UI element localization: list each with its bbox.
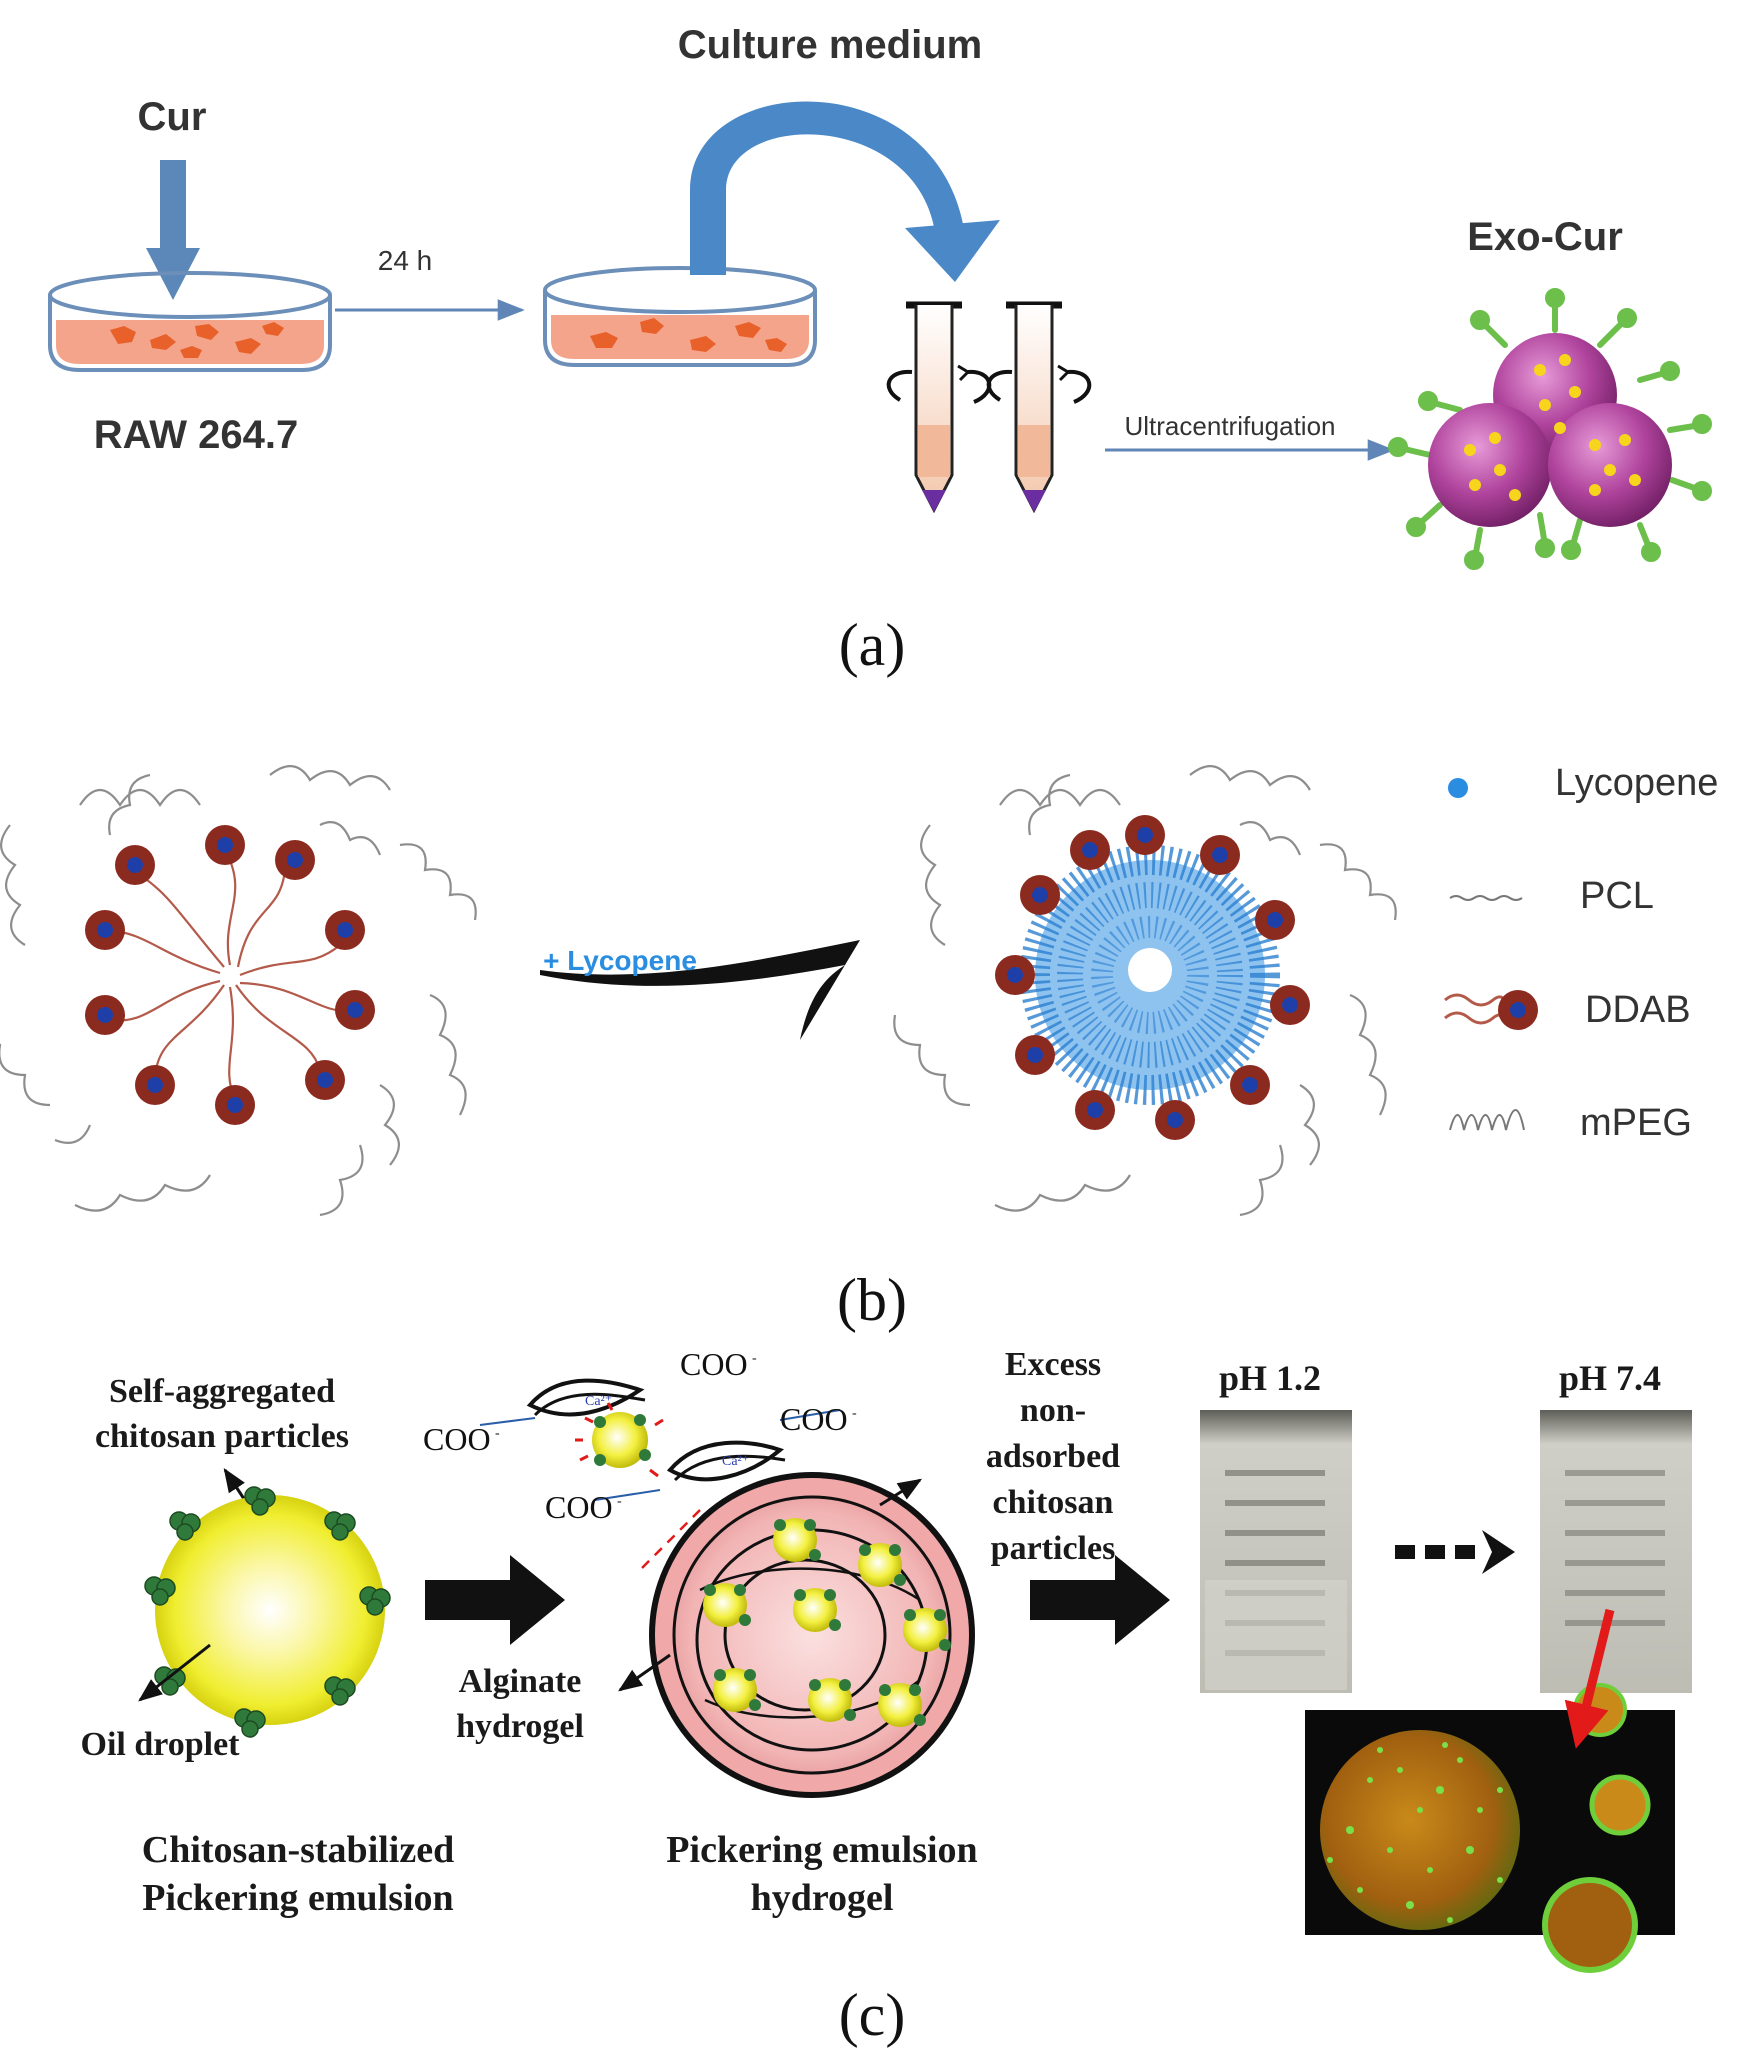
centrifuge-tube-1 <box>886 301 992 514</box>
lycopene-loading-arrow <box>540 940 860 1040</box>
lycopene-arrow-label: + Lycopene <box>543 945 697 976</box>
oil-droplet-label: Oil droplet <box>81 1726 241 1763</box>
caption-mid-line-1: Pickering emulsion <box>666 1829 977 1871</box>
legend-pcl: PCL <box>1580 875 1654 917</box>
pcl-legend-line <box>1449 895 1523 901</box>
coo-charge-1: - <box>752 1351 757 1366</box>
excess-particles-pointer <box>879 1478 923 1507</box>
legend-mpeg: mPEG <box>1580 1102 1692 1144</box>
legend-lycopene: Lycopene <box>1555 762 1718 804</box>
excess-line-3: adsorbed <box>986 1438 1120 1475</box>
culture-medium-arrow <box>690 101 1000 282</box>
exo-cur-nanoparticles <box>1388 288 1712 570</box>
panel-c: Self-aggregated chitosan particles Oil d… <box>81 1346 1692 2048</box>
alginate-label-line-2: hydrogel <box>456 1708 584 1745</box>
empty-micelle <box>0 765 477 1217</box>
exo-cur-label: Exo-Cur <box>1467 215 1623 259</box>
ddab-legend-icon <box>1444 990 1538 1030</box>
petri-dish-1 <box>48 271 332 372</box>
coo-charge-4: - <box>617 1494 622 1509</box>
coo-charge-3: - <box>852 1406 857 1421</box>
coo-charge-2: - <box>495 1426 500 1441</box>
coo-label-3: COO <box>780 1401 848 1437</box>
panel-a-label: (a) <box>839 612 906 678</box>
centrifuge-tube-2 <box>986 301 1092 514</box>
caption-mid-line-2: hydrogel <box>751 1877 894 1919</box>
excess-line-2: non- <box>1020 1392 1086 1429</box>
cur-label: Cur <box>138 95 207 139</box>
process-arrow-1 <box>425 1555 565 1645</box>
lycopene-loaded-micelle <box>893 765 1397 1217</box>
caption-left-line-2: Pickering emulsion <box>142 1877 453 1919</box>
fluorescence-micrograph <box>1305 1608 1675 1973</box>
self-aggregated-label-line-1: Self-aggregated <box>109 1373 335 1410</box>
ultracentrifugation-label: Ultracentrifugation <box>1125 411 1336 441</box>
time-label: 24 h <box>378 245 433 276</box>
excess-particles-label: Excess non- adsorbed chitosan particles <box>986 1346 1120 1567</box>
coo-label-4: COO <box>545 1489 613 1525</box>
self-aggregated-label-line-2: chitosan particles <box>95 1418 349 1455</box>
alginate-pointer <box>618 1653 671 1692</box>
svg-text:Ca²⁺: Ca²⁺ <box>585 1394 612 1409</box>
process-arrow-2 <box>1030 1555 1170 1645</box>
panel-b-legend: Lycopene PCL DDAB mPEG <box>1444 762 1718 1144</box>
panel-a: Cur RAW 264.7 24 h <box>48 23 1712 678</box>
cur-arrow <box>146 160 200 300</box>
ph-1-label: pH 1.2 <box>1219 1358 1321 1398</box>
dashed-transition-arrow <box>1395 1530 1515 1574</box>
cell-line-label: RAW 264.7 <box>94 413 299 457</box>
alginate-label-line-1: Alginate <box>459 1663 582 1700</box>
chitosan-oil-droplet <box>144 1486 391 1738</box>
svg-text:Ca²⁺: Ca²⁺ <box>722 1454 749 1469</box>
legend-ddab: DDAB <box>1585 989 1691 1031</box>
ph-2-label: pH 7.4 <box>1559 1358 1661 1398</box>
coo-label-2: COO <box>423 1421 491 1457</box>
lycopene-legend-dot <box>1448 778 1468 798</box>
panel-b: + Lycopene <box>0 762 1718 1333</box>
vial-ph-7-4 <box>1540 1410 1692 1693</box>
caption-left-line-1: Chitosan-stabilized <box>142 1829 454 1871</box>
excess-line-1: Excess <box>1005 1346 1101 1383</box>
panel-c-label: (c) <box>839 1982 906 2048</box>
mpeg-legend-icon <box>1449 1109 1525 1131</box>
coo-label-1: COO <box>680 1346 748 1382</box>
excess-line-5: particles <box>991 1530 1116 1567</box>
pickering-hydrogel-sphere <box>649 1472 975 1798</box>
culture-medium-label: Culture medium <box>678 23 982 67</box>
panel-b-label: (b) <box>837 1267 907 1333</box>
excess-line-4: chitosan <box>993 1484 1114 1521</box>
petri-dish-2 <box>543 266 817 367</box>
oil-droplet-pointer <box>138 1643 211 1702</box>
vial-ph-1-2 <box>1200 1410 1352 1693</box>
